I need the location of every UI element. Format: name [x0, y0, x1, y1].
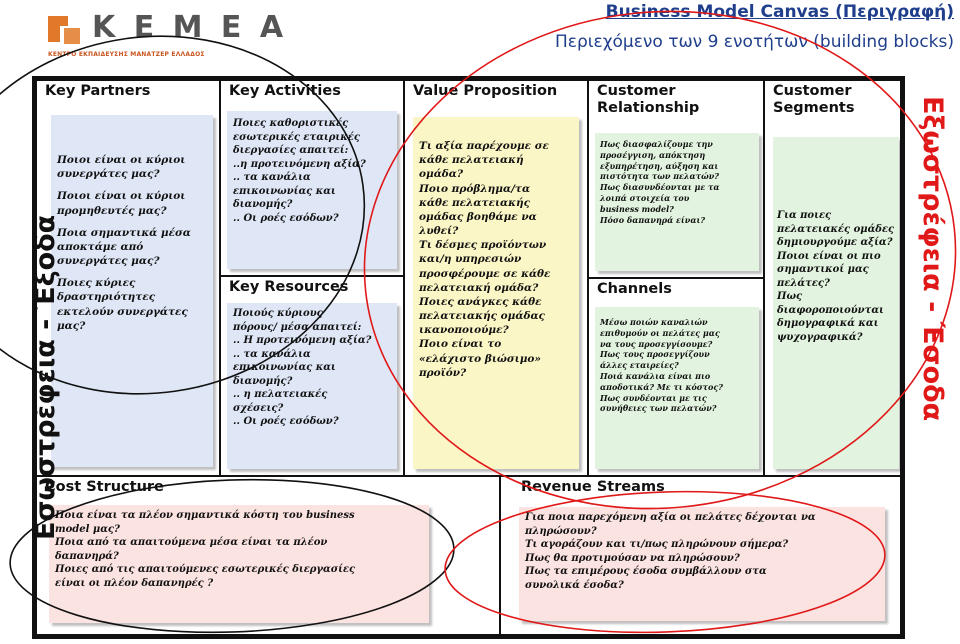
block-customer-segments: Customer Segments Για ποιες πελατειακές …: [763, 79, 902, 477]
block-title: Value Proposition: [413, 83, 558, 99]
right-vertical-label: Εξωστρέφεια - Έσοδα: [917, 96, 948, 422]
note-cost-structure: Ποια είναι τα πλέον σημαντικά κόστη του …: [49, 505, 429, 623]
block-revenue-streams: Revenue Streams Για ποια παρεχόμενη αξία…: [499, 475, 902, 636]
note-key-partners: Ποιοι είναι οι κύριοι συνεργάτες μας? Πο…: [51, 115, 213, 467]
block-title: Channels: [597, 281, 672, 297]
note-revenue-streams: Για ποια παρεχόμενη αξία οι πελάτες δέχο…: [519, 507, 885, 621]
block-customer-relationship: Customer Relationship Πως διασφαλίζουμε …: [587, 79, 765, 279]
note-customer-segments: Για ποιες πελατειακές ομάδες δημιουργούμ…: [773, 137, 899, 469]
block-key-resources: Key Resources Ποιούς κύριους πόρους/ μέσ…: [219, 275, 405, 477]
block-title: Cost Structure: [45, 479, 164, 495]
note-value-proposition: Τι αξία παρέχουμε σε κάθε πελατειακή ομά…: [413, 117, 579, 469]
page-subtitle: Περιεχόμενο των 9 ενοτήτων (building blo…: [554, 32, 954, 52]
logo-mark-icon: [48, 16, 80, 44]
block-value-proposition: Value Proposition Τι αξία παρέχουμε σε κ…: [403, 79, 589, 477]
left-vertical-label: Εσωστρέφεια - Έξοδα: [30, 214, 61, 540]
block-title: Key Activities: [229, 83, 341, 99]
page-title: Business Model Canvas (Περιγραφή): [605, 2, 954, 22]
kemea-logo: K E M E A ΚΕΝΤΡΟ ΕΚΠΑΙΔΕΥΣΗΣ ΜΑΝΑΤΖΕΡ ΕΛ…: [46, 10, 296, 60]
block-title: Key Resources: [229, 279, 349, 295]
block-channels: Channels Μέσω ποιών καναλιών επιθυμούν ο…: [587, 277, 765, 477]
logo-subtitle: ΚΕΝΤΡΟ ΕΚΠΑΙΔΕΥΣΗΣ ΜΑΝΑΤΖΕΡ ΕΛΛΑΔΟΣ: [48, 51, 205, 58]
block-cost-structure: Cost Structure Ποια είναι τα πλέον σημαν…: [35, 475, 501, 636]
note-channels: Μέσω ποιών καναλιών επιθυμούν οι πελάτες…: [595, 307, 759, 469]
note-customer-relationship: Πως διασφαλίζουμε την προσέγγιση, απόκτη…: [595, 133, 759, 271]
block-title: Customer Relationship: [597, 83, 700, 117]
business-model-canvas: Key Partners Ποιοι είναι οι κύριοι συνερ…: [32, 76, 905, 639]
block-key-activities: Key Activities Ποιες καθοριστικές εσωτερ…: [219, 79, 405, 277]
block-title: Key Partners: [45, 83, 151, 99]
note-key-resources: Ποιούς κύριους πόρους/ μέσα απαιτεί: .. …: [227, 303, 397, 469]
block-key-partners: Key Partners Ποιοι είναι οι κύριοι συνερ…: [35, 79, 221, 477]
block-title: Customer Segments: [773, 83, 855, 117]
logo-wordmark: K E M E A: [92, 10, 288, 45]
block-title: Revenue Streams: [521, 479, 665, 495]
note-key-activities: Ποιες καθοριστικές εσωτερικές εταιρικές …: [227, 111, 397, 269]
